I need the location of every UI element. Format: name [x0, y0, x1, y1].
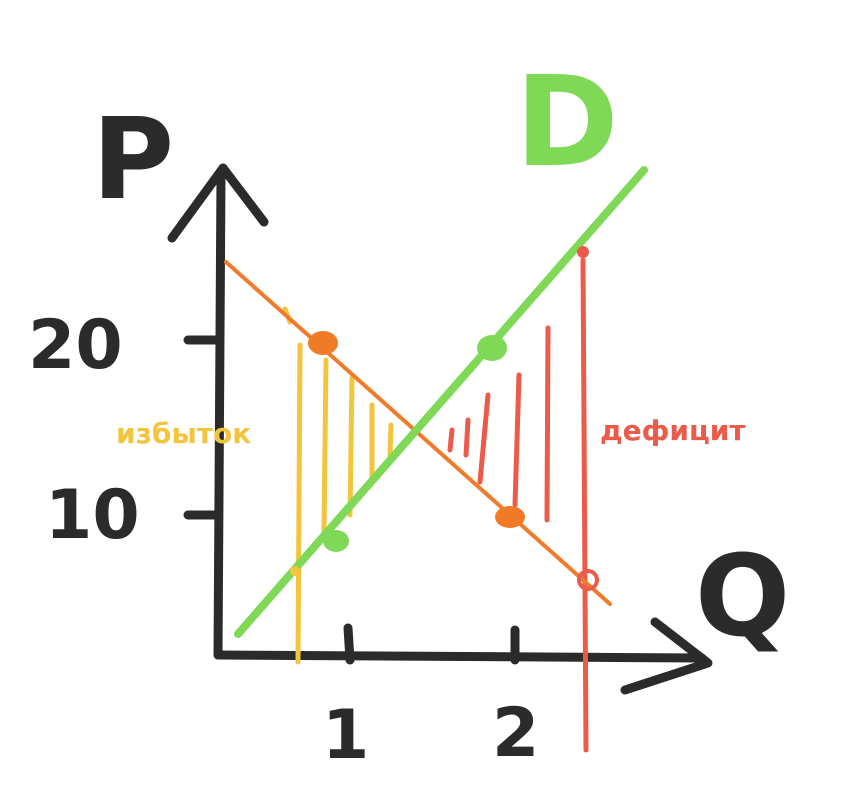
x-tick-1	[343, 623, 355, 665]
surplus-hatch-4	[387, 422, 394, 458]
x-tick-label-2: 2	[492, 694, 539, 773]
deficit-hatch-1	[544, 325, 551, 523]
deficit-hatch-5	[447, 427, 455, 453]
surplus-hatch-2	[347, 375, 355, 518]
y-axis-label: P	[92, 95, 174, 225]
deficit-hatch-2	[512, 372, 522, 508]
demand-label: D	[515, 50, 619, 195]
deficit-hatch-3	[477, 392, 491, 485]
deficit-label: дефицит	[600, 414, 746, 447]
surplus-label: избыток	[116, 417, 251, 450]
x-tick-label-1: 1	[322, 696, 369, 775]
demand-line	[234, 166, 648, 638]
x-axis	[213, 650, 707, 663]
deficit-hatching	[447, 257, 589, 753]
green-point-top	[477, 335, 507, 361]
yellow-point-bottom	[290, 566, 300, 576]
deficit-boundary-line	[580, 257, 589, 753]
x-axis-arrowhead	[620, 617, 713, 695]
green-point-bottom	[323, 530, 349, 552]
surplus-boundary-line	[295, 342, 303, 665]
y-axis-arrowhead	[167, 163, 269, 243]
orange-point-top	[308, 331, 338, 355]
surplus-hatch-1	[321, 357, 329, 538]
y-tick-label-20: 20	[28, 306, 123, 385]
x-axis-label: Q	[695, 532, 790, 662]
deficit-hatch-4	[463, 417, 471, 458]
red-point-bottom	[577, 569, 599, 591]
red-point-top	[577, 246, 589, 258]
y-axis	[213, 170, 226, 660]
orange-point-bottom	[495, 506, 525, 528]
y-tick-label-10: 10	[45, 476, 140, 555]
